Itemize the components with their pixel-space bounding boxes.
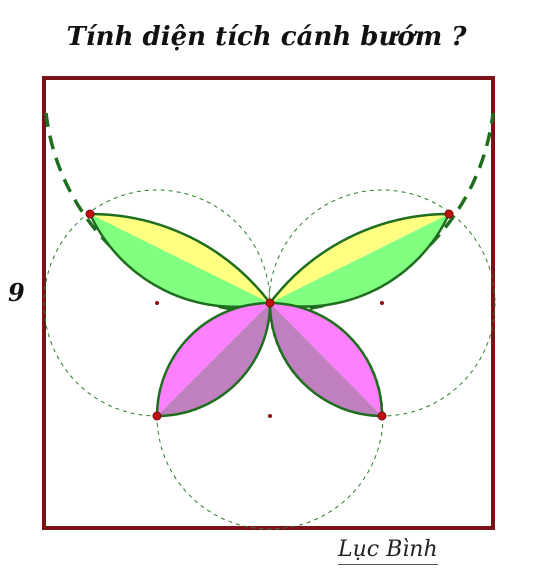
lower-left-wing xyxy=(155,301,272,418)
upper-left-wing xyxy=(88,212,273,309)
left-circle-center xyxy=(155,301,159,305)
point-upper-right xyxy=(444,209,454,219)
point-center xyxy=(265,298,275,308)
point-lower-right xyxy=(377,411,387,421)
side-length-label: 9 xyxy=(8,278,25,307)
point-upper-left xyxy=(85,209,95,219)
author-signature: Lục Bình xyxy=(338,537,438,565)
upper-right-wing xyxy=(267,212,451,308)
lower-right-wing xyxy=(268,301,384,418)
right-circle-center xyxy=(380,301,384,305)
point-lower-left xyxy=(152,411,162,421)
problem-title: Tính diện tích cánh bướm ? xyxy=(66,22,467,52)
large-dashed-arc xyxy=(44,112,495,314)
bottom-circle-center xyxy=(268,414,272,418)
